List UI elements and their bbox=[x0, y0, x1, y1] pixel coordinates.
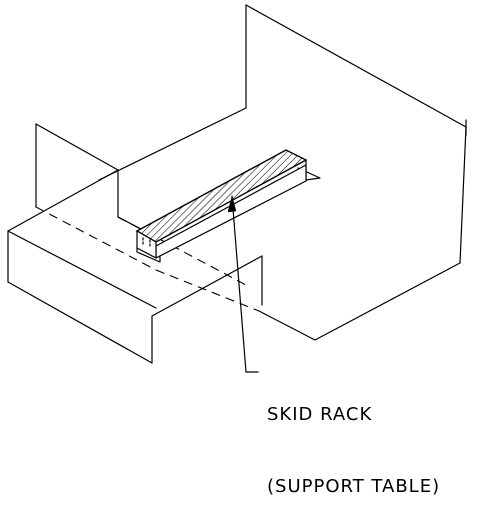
label-line-2: (SUPPORT TABLE) bbox=[267, 476, 441, 497]
callout-leader bbox=[227, 195, 259, 373]
hidden-lines bbox=[35, 206, 260, 312]
isometric-equipment-diagram bbox=[7, 4, 467, 373]
label-line-1: SKID RACK bbox=[267, 404, 373, 425]
floor-and-back-wall bbox=[98, 4, 467, 341]
left-low-wall bbox=[7, 123, 263, 364]
skid-rack bbox=[135, 149, 321, 263]
skid-rack-label: SKID RACK (SUPPORT TABLE) bbox=[267, 355, 440, 523]
